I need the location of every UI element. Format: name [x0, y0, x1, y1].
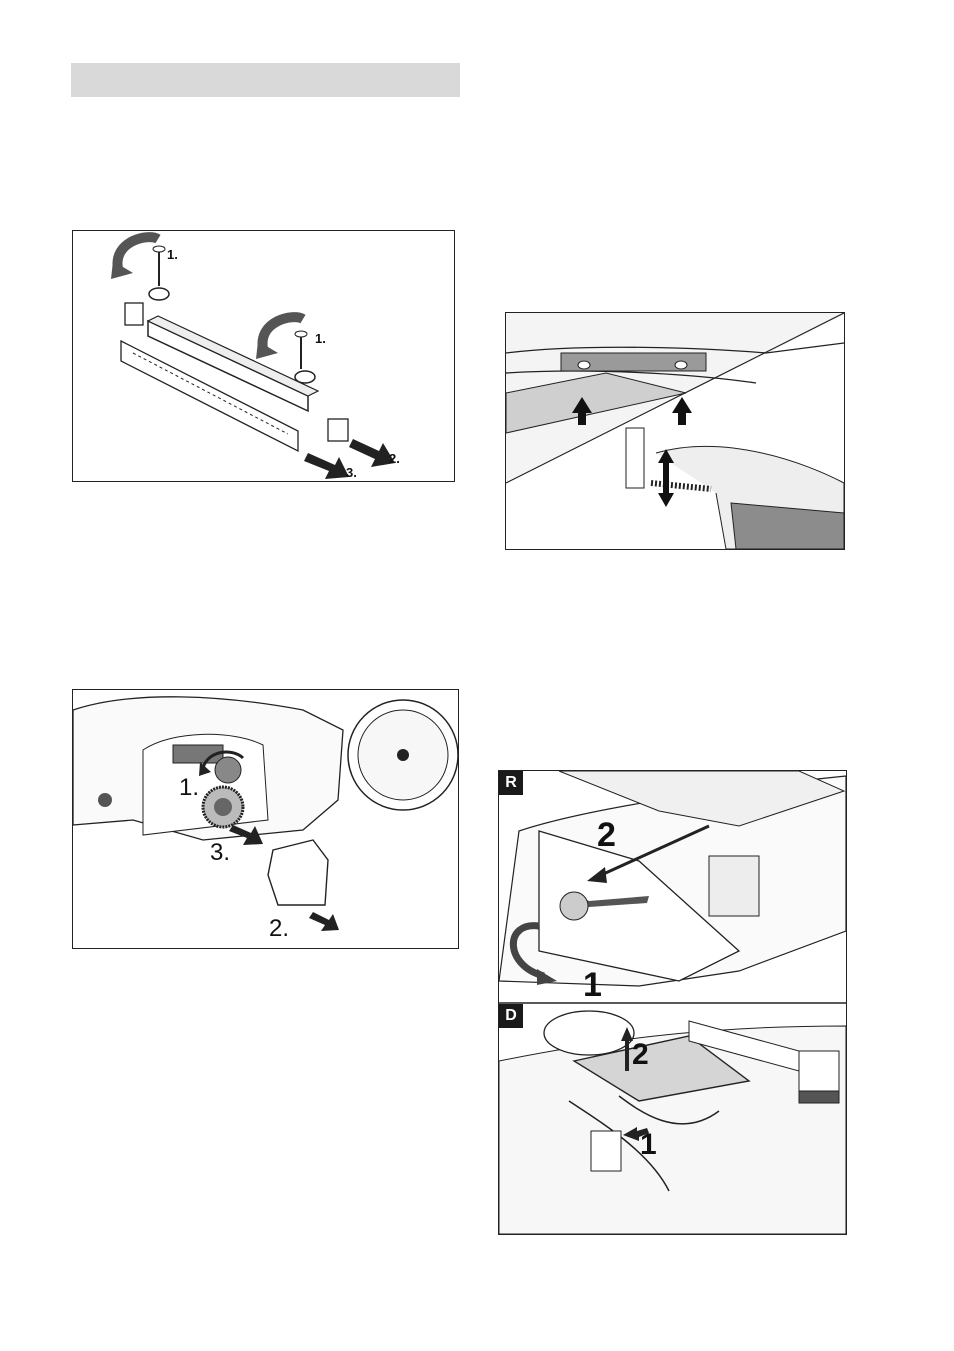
figure-label: 2 [597, 816, 616, 854]
figure-label: 2 [632, 1038, 649, 1071]
figure-label: 1. [315, 331, 326, 346]
figure-squeegee-strip: 1. 1. 2. 3. [72, 230, 455, 482]
figure-label: 3. [210, 839, 230, 866]
figure-label: 1. [167, 247, 178, 262]
figure-spring-adjust [505, 312, 845, 550]
brush-cover-icon [268, 840, 328, 905]
spring-illustration [506, 313, 844, 549]
figure-label: 1 [583, 966, 602, 1004]
panel-tag-d: D [499, 1004, 523, 1028]
figure-label: 2. [389, 451, 400, 466]
cover-illustration: 2 1 2 1 [499, 771, 846, 1234]
pull-arrow-icon [304, 453, 349, 479]
figure-label: 1. [179, 774, 199, 801]
rotate-arrow-icon [118, 237, 158, 269]
figure-label: 3. [346, 465, 357, 480]
knob-icon [215, 757, 241, 783]
pull-arrow-icon [309, 912, 339, 931]
up-arrow-icon [672, 397, 692, 425]
figure-cover-removal: 2 1 2 1 R D [498, 770, 847, 1235]
squeegee-illustration: 1. 1. 2. 3. [73, 231, 454, 481]
section-header-bar [71, 63, 460, 97]
figure-label: 2. [269, 915, 289, 942]
brush-illustration: 1. 3. 2. [73, 690, 458, 948]
panel-tag-r: R [499, 771, 523, 795]
figure-label: 1 [640, 1128, 657, 1161]
figure-side-brush: 1. 3. 2. [72, 689, 459, 949]
